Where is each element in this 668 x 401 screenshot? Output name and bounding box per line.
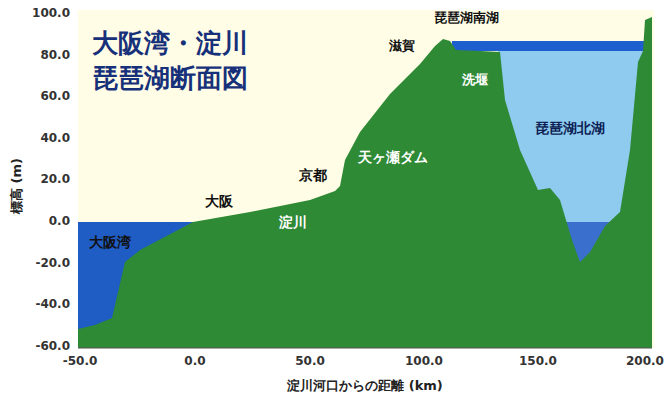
tick-label: 60.0 xyxy=(40,90,70,104)
tick-label: 100.0 xyxy=(405,355,443,369)
tick-label: 50.0 xyxy=(295,355,325,369)
axis-title: 標高 (m) xyxy=(10,158,25,214)
tick-label: 100.0 xyxy=(32,7,70,21)
axis-title: 淀川河口からの距離 (km) xyxy=(287,379,443,394)
tick-label: 80.0 xyxy=(40,49,70,63)
tick-label: -20.0 xyxy=(35,257,70,271)
weir-label: 洗堰 xyxy=(462,73,488,88)
place-label: 京都 xyxy=(299,167,327,183)
tick-label: 200.0 xyxy=(626,355,664,369)
place-label: 滋賀 xyxy=(389,39,415,54)
tick-label: 20.0 xyxy=(40,173,70,187)
lake-label: 琵琶湖北湖 xyxy=(535,120,605,136)
place-label: 大阪 xyxy=(205,193,233,209)
tick-label: 0.0 xyxy=(49,215,70,229)
place-label: 大阪湾 xyxy=(89,234,131,250)
tick-label: 40.0 xyxy=(40,132,70,146)
tick-label: -50.0 xyxy=(63,355,98,369)
tick-label: 150.0 xyxy=(519,355,557,369)
south-lake-water xyxy=(452,41,645,51)
dam-label: 天ヶ瀬ダム xyxy=(358,149,428,165)
x-axis-line xyxy=(78,348,652,349)
tick-label: -40.0 xyxy=(35,298,70,312)
chart-title: 大阪湾・淀川 琵琶湖断面図 xyxy=(92,26,292,96)
tick-label: -60.0 xyxy=(35,340,70,354)
plot-ground xyxy=(78,10,654,348)
tick-label: 0.0 xyxy=(184,355,205,369)
land-profile xyxy=(78,17,652,348)
lake-label: 琵琶湖南湖 xyxy=(434,11,499,26)
river-label: 淀川 xyxy=(279,214,307,230)
